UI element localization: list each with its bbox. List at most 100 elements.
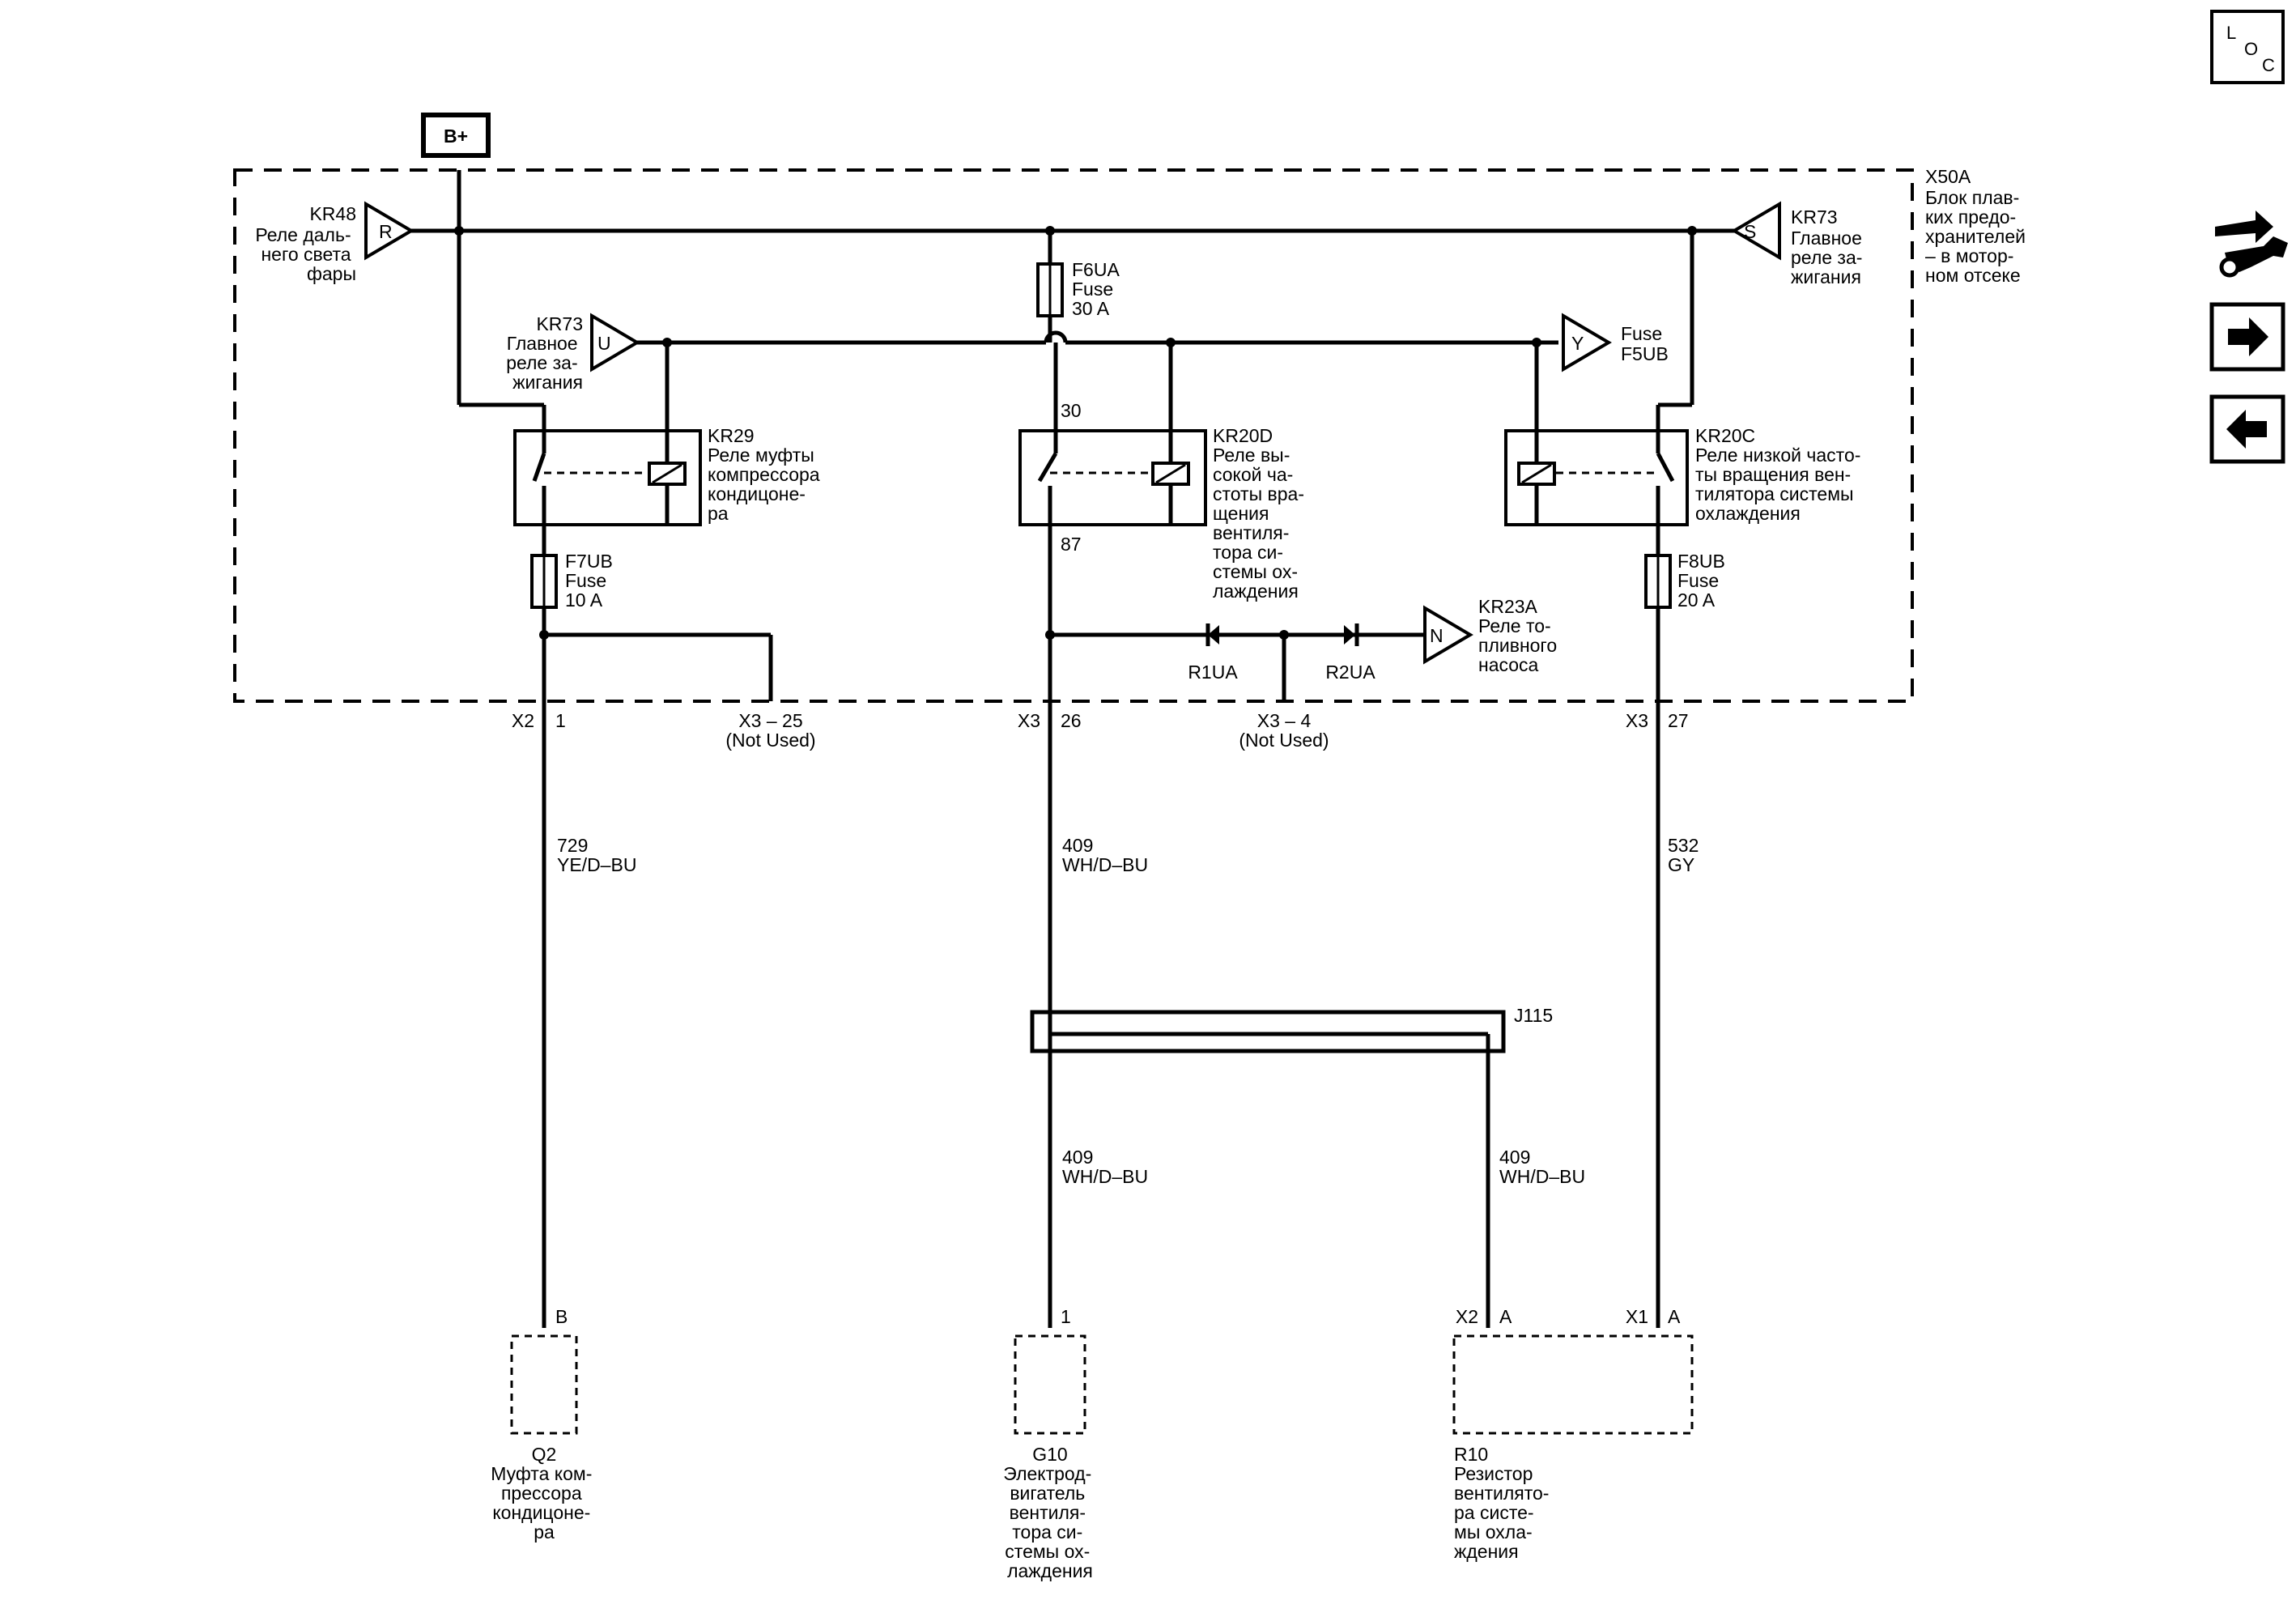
wire-409c-num: 409 [1499,1147,1530,1168]
relay-kr20d: 30 87 KR20D Реле вы- сокой ча- стоты вра… [1018,400,1309,602]
r10-desc-4: мы охла- [1454,1521,1533,1543]
kr20d-id: KR20D [1213,425,1273,446]
wire-532-color: GY [1668,854,1694,875]
kr20c-desc-4: охлаждения [1695,503,1801,524]
block-name-3: хранителей [1925,226,2026,247]
kr23a-pin: N [1430,625,1444,646]
svg-text:Блок плав- ких предо-: Блок плав- ких предо- хранителей – в мот… [1925,187,2030,286]
fuse-f5ub-connector: Y Fuse F5UB [1562,313,1669,372]
block-name-5: ном отсеке [1925,265,2021,286]
kr20d-desc-5: вентиля- [1213,522,1289,543]
kr29-desc-3: кондицоне- [708,483,806,504]
g10-pin: 1 [1061,1306,1071,1327]
f5ub-label-2: F5UB [1621,343,1669,364]
g10-desc-3: вентиля- [1010,1502,1086,1523]
x3-4-label: X3 – 4 [1257,710,1312,731]
q2-pin: B [555,1306,568,1327]
r10-desc-2: вентилято- [1454,1483,1549,1504]
wire-532-num: 532 [1668,835,1699,856]
svg-text:Fuse F5UB: Fuse F5UB [1621,323,1669,364]
kr73-top-desc-2: реле за- [1791,247,1862,268]
svg-text:Реле муфты компрессора: Реле муфты компрессора кондицоне- ра [708,445,825,524]
arrow-left-button[interactable] [2209,394,2285,464]
svg-text:Реле низкой часто- ты вр: Реле низкой часто- ты вращения вен- тиля… [1695,445,1866,524]
arrow-right-button[interactable] [2209,302,2285,372]
kr48-pin: R [379,221,393,242]
f6ua-id: F6UA [1072,259,1120,280]
r2ua-label: R2UA [1325,662,1375,683]
wire-labels: 729 YE/D–BU 409 WH/D–BU 532 GY 409 WH/D–… [557,835,1699,1187]
svg-text:F8UB Fuse 20 A: F8UB Fuse 20 A [1677,551,1730,611]
kr20c-id: KR20C [1695,425,1755,446]
component-g10: 1 G10 Электрод- вигатель вентиля- тора с… [1003,1306,1093,1581]
kr73-mid-desc-2: реле за- [506,352,577,373]
x3-26-pin: 26 [1061,710,1082,731]
loc-button[interactable]: L O C [2210,10,2285,84]
f8ub-rating: 20 A [1677,589,1716,611]
arrow-right-icon [2228,317,2268,356]
wire-409b-num: 409 [1062,1147,1093,1168]
connector-labels: X2 1 X3 – 25 (Not Used) X3 26 X3 – 4 (No… [512,710,1689,751]
x3-25-label: X3 – 25 [738,710,802,731]
f5ub-label-1: Fuse [1621,323,1662,344]
fuse-f8ub: F8UB Fuse 20 A [1644,551,1730,611]
f7ub-id: F7UB [565,551,613,572]
r10-x1-conn: X1 [1626,1306,1648,1327]
fuse-block-outline [233,168,1914,703]
r1ua-label: R1UA [1188,662,1238,683]
battery-label: B+ [444,126,468,147]
relay-kr20c: KR20C Реле низкой часто- ты вращения вен… [1504,405,1866,526]
block-name-2: ких предо- [1925,206,2016,228]
f5ub-pin: Y [1571,333,1584,354]
kr73-mid-desc-3: жигания [512,372,583,393]
r10-desc-3: ра систе- [1454,1502,1534,1523]
kr73-mid-connector: U KR73 Главное реле за- жигания [506,313,640,393]
kr73-mid-pin: U [597,333,611,354]
svg-text:Главное реле за- ж: Главное реле за- жигания [1791,228,1868,287]
kr20d-desc-3: стоты вра- [1213,483,1304,504]
wire-729-num: 729 [557,835,588,856]
kr73-top-desc-3: жигания [1791,266,1861,287]
svg-text:Реле вы- сокой ча-: Реле вы- сокой ча- стоты вра- щения вент… [1213,445,1309,602]
kr48-desc-3: фары [307,263,356,284]
r10-desc-5: ждения [1454,1541,1519,1562]
kr23a-id: KR23A [1478,596,1538,617]
connector-wrench-icon[interactable] [2215,211,2288,278]
loc-letter-l: L [2226,23,2236,43]
block-id: X50A [1925,166,1971,187]
svg-text:F6UA Fuse 30 A: F6UA Fuse 30 A [1072,259,1124,319]
g10-desc-1: Электрод- [1003,1463,1091,1484]
kr29-desc-2: компрессора [708,464,820,485]
wire-729-color: YE/D–BU [557,854,636,875]
q2-desc-4: ра [534,1521,555,1543]
block-name-1: Блок плав- [1925,187,2019,208]
splice-dots [454,226,1697,640]
x3-27-pin: 27 [1668,710,1689,731]
svg-text:Муфта ком- прессора: Муфта ком- прессора кондицоне- ра [491,1463,597,1543]
f6ua-rating: 30 A [1072,298,1110,319]
wire-409a-num: 409 [1062,835,1093,856]
kr73-top-pin: S [1744,221,1756,242]
q2-desc-3: кондицоне- [492,1502,590,1523]
wires [411,170,1734,1328]
loc-letter-c: C [2262,55,2275,75]
j115-label: J115 [1514,1005,1553,1026]
x3-26-conn: X3 [1018,710,1040,731]
r10-x2-conn: X2 [1456,1306,1478,1327]
f7ub-rating: 10 A [565,589,603,611]
x2-1-conn: X2 [512,710,534,731]
fuse-f6ua: F6UA Fuse 30 A [1036,259,1124,319]
kr73-top-desc-1: Главное [1791,228,1862,249]
x3-25-note: (Not Used) [725,730,815,751]
wire-409a-color: WH/D–BU [1062,854,1148,875]
kr73-mid-id: KR73 [536,313,583,334]
diode-r2ua: R2UA [1325,623,1375,683]
svg-text:F7UB Fuse 10 A: F7UB Fuse 10 A [565,551,618,611]
f7ub-type: Fuse [565,570,606,591]
kr20c-desc-2: ты вращения вен- [1695,464,1851,485]
g10-desc-4: тора си- [1012,1521,1082,1543]
wire-409b-color: WH/D–BU [1062,1166,1148,1187]
kr48-id: KR48 [309,203,356,224]
q2-desc-2: прессора [501,1483,582,1504]
